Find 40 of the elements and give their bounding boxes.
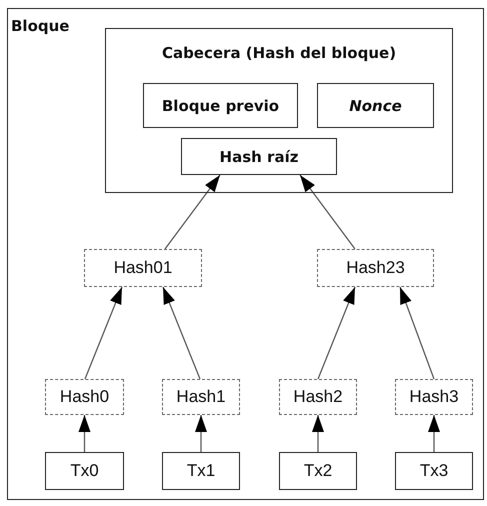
box-label: Bloque previo <box>160 96 280 114</box>
field-box <box>143 83 298 128</box>
transaction-box <box>162 452 240 490</box>
box-label: Tx3 <box>418 461 450 481</box>
field-box <box>181 138 337 175</box>
header-box <box>105 28 453 193</box>
box-label: Hash0 <box>58 387 110 407</box>
field-box <box>317 83 434 128</box>
block-label: Bloque <box>11 17 70 35</box>
arrow <box>317 286 356 380</box>
arrow <box>312 415 324 452</box>
box-label: Hash3 <box>408 387 460 407</box>
box-label: Nonce <box>348 96 403 114</box>
box-label: Hash raíz <box>218 148 300 166</box>
box-label: Hash01 <box>112 258 174 278</box>
box-label: Hash2 <box>292 387 344 407</box>
arrow <box>428 415 440 452</box>
arrow <box>78 415 90 452</box>
hash-box <box>162 379 240 415</box>
box-label: Tx1 <box>186 461 216 481</box>
box-label: Cabecera (Hash del bloque) <box>160 44 398 62</box>
hash-box <box>395 379 473 415</box>
box-label: Tx2 <box>302 461 334 481</box>
box-label: Hash23 <box>345 258 406 278</box>
arrow <box>300 174 356 250</box>
hash-box <box>317 249 434 287</box>
box-label: Tx0 <box>69 461 100 481</box>
arrow <box>84 286 123 380</box>
transaction-box <box>279 452 357 490</box>
arrow <box>164 174 220 250</box>
arrow <box>195 415 207 452</box>
hash-box <box>45 379 124 415</box>
arrow <box>162 286 201 380</box>
block-container <box>7 8 484 500</box>
hash-box <box>84 249 202 287</box>
box-label: Hash1 <box>175 387 227 407</box>
transaction-box <box>45 452 124 490</box>
arrow <box>399 286 435 380</box>
hash-box <box>279 379 357 415</box>
transaction-box <box>395 452 473 490</box>
